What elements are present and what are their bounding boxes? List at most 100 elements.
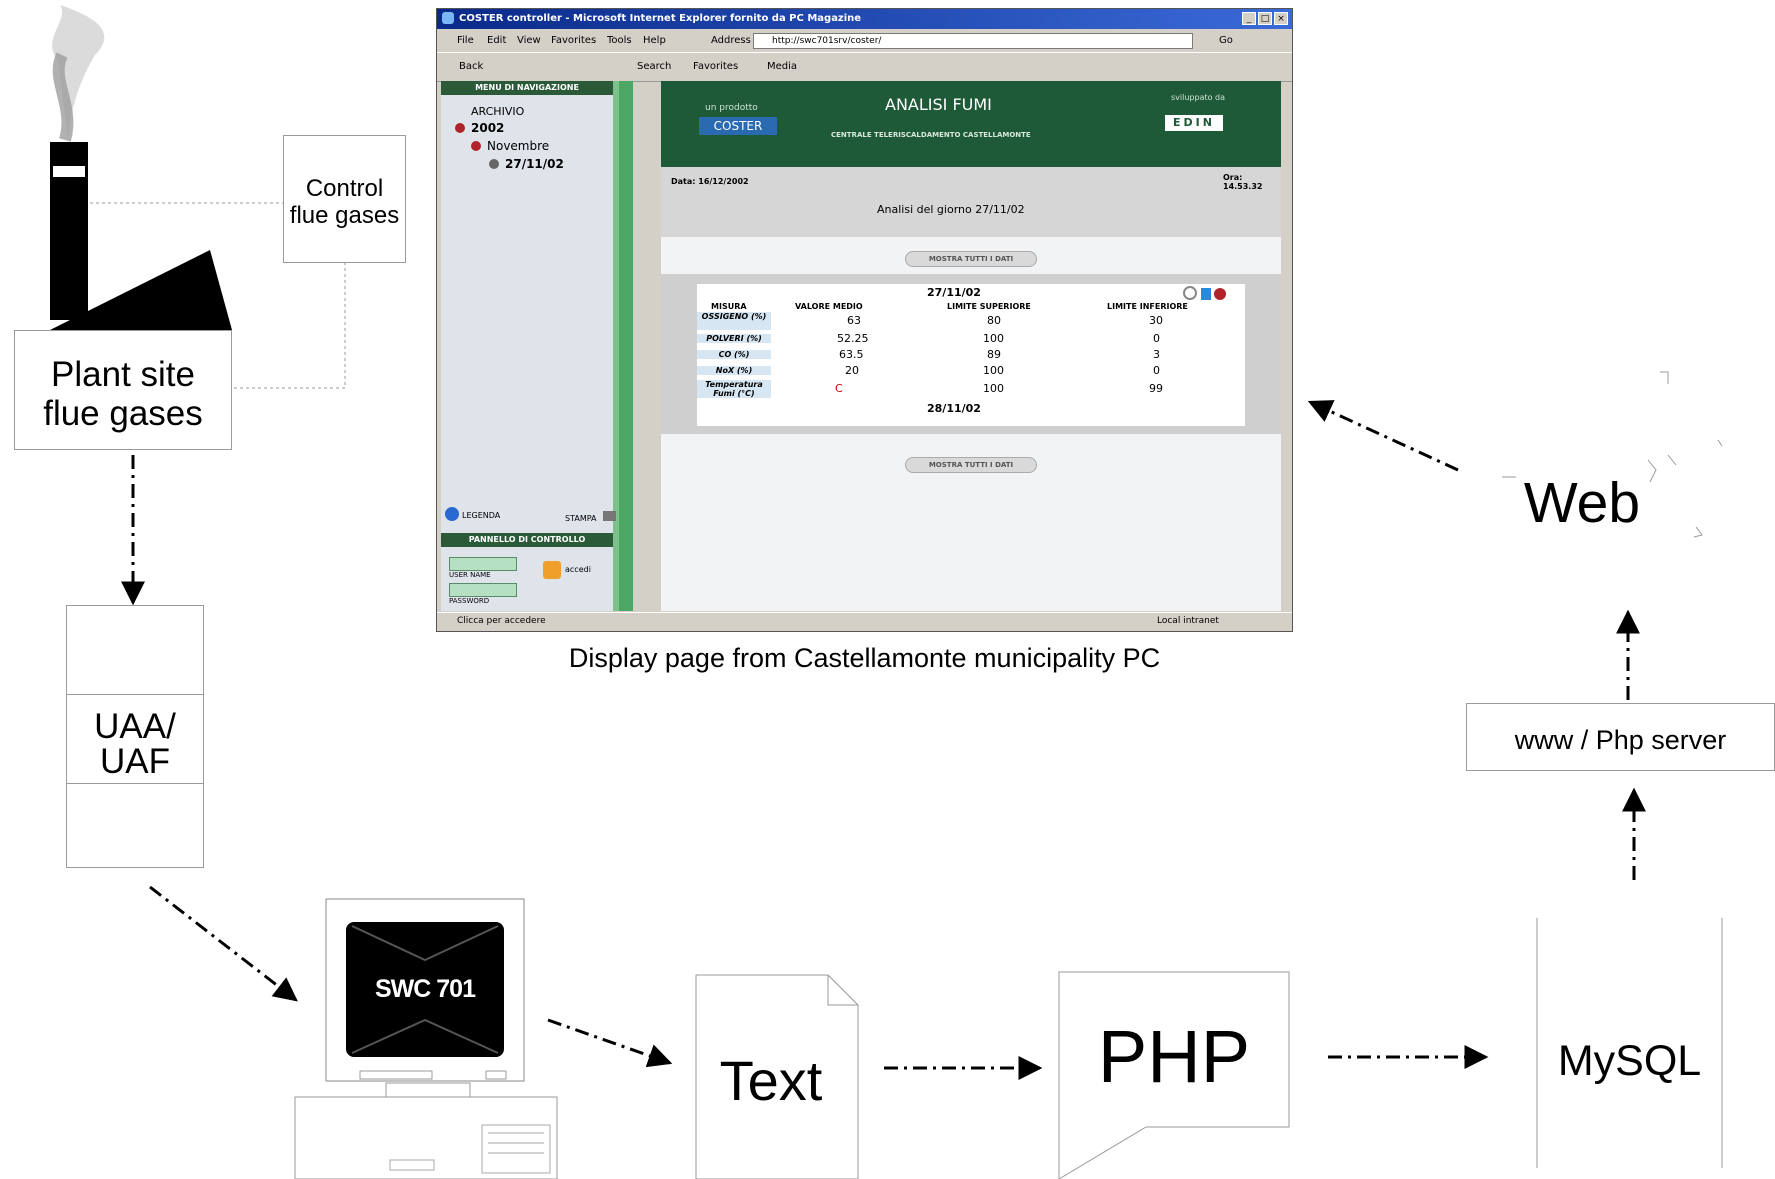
browser-title-bar: COSTER controller - Microsoft Internet E…	[437, 9, 1292, 29]
browser-screenshot: COSTER controller - Microsoft Internet E…	[436, 8, 1293, 632]
tree-item-2002[interactable]: 2002	[455, 121, 504, 135]
go-button[interactable]: Go	[1219, 35, 1233, 46]
row-label: OSSIGENO (%)	[697, 312, 771, 330]
arrow-web-to-browser	[1307, 400, 1459, 472]
row-lower: 0	[1153, 332, 1160, 345]
row-avg: 20	[845, 364, 859, 377]
php-callout-shape	[1058, 971, 1290, 1179]
uaa-divider-top	[67, 694, 203, 695]
stampa-label: STAMPA	[565, 514, 597, 523]
close-button[interactable]: ×	[1274, 12, 1288, 25]
maximize-button[interactable]: □	[1258, 12, 1272, 25]
browser-toolbar: Back Search Favorites Media	[437, 52, 1292, 82]
menu-view[interactable]: View	[517, 35, 541, 46]
address-label: Address	[711, 35, 751, 46]
mysql-database-shape	[1536, 918, 1723, 1168]
uaa-uaf-box: UAA/ UAF	[66, 605, 204, 868]
row-upper: 80	[987, 314, 1001, 327]
zoom-icon[interactable]	[1183, 286, 1197, 300]
menu-help[interactable]: Help	[643, 35, 666, 46]
password-label: PASSWORD	[449, 597, 490, 605]
show-all-button-top[interactable]: MOSTRA TUTTI I DATI	[905, 251, 1037, 267]
row-label: POLVERI (%)	[697, 334, 771, 343]
status-text: Clicca per accedere	[457, 616, 546, 626]
row-label: Temperatura Fumi (°C)	[697, 380, 771, 398]
product-label: un prodotto	[705, 103, 758, 113]
browser-caption: Display page from Castellamonte municipa…	[568, 643, 1161, 673]
uaa-uaf-label: UAA/ UAF	[94, 707, 176, 781]
mysql-label: MySQL	[1557, 1037, 1702, 1085]
row-avg: C	[835, 382, 843, 395]
web-cloud-shape	[1502, 371, 1723, 538]
info-icon[interactable]	[1200, 288, 1211, 300]
menu-favorites[interactable]: Favorites	[551, 35, 597, 46]
row-avg: 52.25	[837, 332, 869, 345]
day2-header: 28/11/02	[927, 402, 981, 415]
coster-logo: COSTER	[699, 117, 777, 135]
password-input[interactable]	[449, 583, 517, 597]
row-avg: 63.5	[839, 348, 864, 361]
accedi-link[interactable]: accedi	[565, 565, 591, 574]
developed-by-label: sviluppato da	[1171, 93, 1226, 102]
media-button[interactable]: Media	[767, 61, 798, 72]
printer-icon	[603, 511, 617, 521]
tree-item-archivio[interactable]: ARCHIVIO	[471, 105, 525, 118]
menu-file[interactable]: File	[457, 35, 474, 46]
row-upper: 100	[983, 364, 1004, 377]
search-button[interactable]: Search	[637, 61, 672, 72]
col-header-lower: LIMITE INFERIORE	[1107, 302, 1188, 311]
edin-logo: EDIN	[1165, 115, 1223, 131]
www-php-server-box: www / Php server	[1466, 703, 1775, 771]
browser-menu-bar: File Edit View Favorites Tools Help Addr…	[437, 30, 1292, 52]
row-lower: 99	[1149, 382, 1163, 395]
control-flue-gases-box: Control flue gases	[283, 135, 406, 263]
month-icon	[471, 141, 481, 151]
day1-header: 27/11/02	[927, 286, 981, 299]
computer-icon	[294, 898, 558, 1179]
show-all-button-bottom[interactable]: MOSTRA TUTTI I DATI	[905, 457, 1037, 473]
uaa-divider-bottom	[67, 783, 203, 784]
date-bar: Data: 16/12/2002 Ora: 14.53.32 Analisi d…	[661, 167, 1281, 237]
control-link-line	[90, 202, 346, 389]
tree-item-novembre[interactable]: Novembre	[471, 139, 549, 153]
day1-icons[interactable]	[1183, 286, 1226, 303]
ie-icon	[442, 12, 454, 24]
control-flue-gases-label: Control flue gases	[289, 175, 400, 229]
row-label: NoX (%)	[697, 366, 771, 375]
plant-site-box: Plant site flue gases	[14, 330, 232, 450]
favorites-button[interactable]: Favorites	[693, 61, 739, 72]
php-label: PHP	[1097, 1015, 1251, 1098]
time-label: Ora: 14.53.32	[1223, 173, 1263, 191]
row-lower: 30	[1149, 314, 1163, 327]
row-avg: 63	[847, 314, 861, 327]
tree-item-day-label: 27/11/02	[505, 157, 564, 171]
legenda-link[interactable]: LEGENDA	[445, 507, 500, 521]
address-input[interactable]: http://swc701srv/coster/	[753, 33, 1193, 49]
year-icon	[455, 123, 465, 133]
page-banner: un prodotto COSTER ANALISI FUMI CENTRALE…	[661, 81, 1281, 167]
row-upper: 100	[983, 332, 1004, 345]
tree-item-day[interactable]: 27/11/02	[489, 157, 564, 171]
legenda-label: LEGENDA	[462, 511, 501, 520]
menu-tools[interactable]: Tools	[607, 35, 632, 46]
swc701-label: SWC 701	[375, 975, 476, 1003]
navigation-pane: MENU DI NAVIGAZIONE ARCHIVIO 2002 Novemb…	[441, 81, 619, 611]
username-label: USER NAME	[449, 571, 491, 579]
stampa-link[interactable]: STAMPA	[565, 511, 617, 523]
page-subtitle: CENTRALE TELERISCALDAMENTO CASTELLAMONTE	[831, 131, 1031, 139]
nav-scrollbar[interactable]	[619, 81, 633, 611]
analysis-panel: 27/11/02 MISURA VALORE MEDIO LIMITE SUPE…	[661, 274, 1281, 434]
nav-menu-header: MENU DI NAVIGAZIONE	[441, 81, 613, 95]
col-header-upper: LIMITE SUPERIORE	[947, 302, 1031, 311]
date-label: Data: 16/12/2002	[671, 177, 749, 186]
alert-icon[interactable]	[1214, 288, 1226, 300]
web-label: Web	[1523, 471, 1641, 535]
back-button[interactable]: Back	[459, 61, 484, 72]
row-upper: 89	[987, 348, 1001, 361]
browser-title: COSTER controller - Microsoft Internet E…	[459, 13, 862, 24]
username-input[interactable]	[449, 557, 517, 571]
www-php-server-label: www / Php server	[1514, 725, 1727, 755]
menu-edit[interactable]: Edit	[487, 35, 507, 46]
minimize-button[interactable]: _	[1242, 12, 1256, 25]
